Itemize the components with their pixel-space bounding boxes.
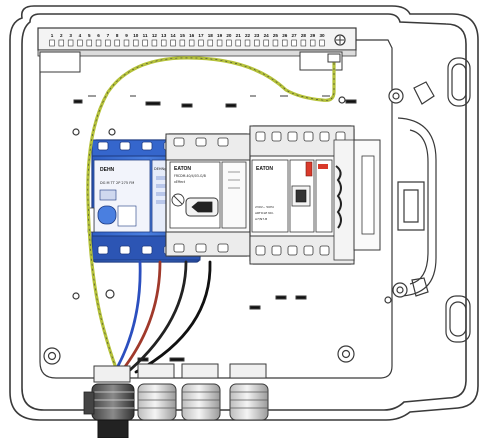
terminal-clamp [161, 39, 167, 47]
terminal-clamp [309, 39, 316, 47]
terminal-number: 18 [208, 33, 214, 38]
terminal-number: 28 [301, 33, 307, 38]
terminal-number: 8 [116, 33, 119, 38]
terminal-number: 22 [245, 33, 251, 38]
terminal-clamp [291, 39, 297, 47]
terminal-number: 2 [60, 33, 63, 38]
terminal-clamp [198, 39, 204, 47]
terminal-number: 17 [198, 33, 204, 38]
cable-glands [83, 363, 269, 438]
terminal-number: 30 [319, 33, 325, 38]
terminal-number: 26 [282, 33, 288, 38]
terminal-clamp [300, 39, 307, 47]
mcb-brand: EATON [256, 166, 273, 172]
terminal-number: 23 [254, 33, 260, 38]
terminal-clamp [151, 39, 158, 47]
earth-terminal [327, 34, 346, 63]
terminal-number: 14 [170, 33, 176, 38]
terminal-number: 15 [180, 33, 186, 38]
terminal-number: 24 [264, 33, 270, 38]
terminal-number: 19 [217, 33, 223, 38]
terminal-clamp [282, 39, 288, 47]
supply-wire [128, 260, 188, 372]
terminal-number: 27 [292, 33, 298, 38]
supply-wire [116, 260, 142, 368]
screw-bosses [43, 88, 408, 365]
terminal-number: 10 [133, 33, 139, 38]
terminal-clamp [95, 39, 102, 47]
terminal-clamp [319, 39, 325, 47]
supply-wire [122, 260, 162, 370]
terminal-number: 4 [79, 33, 82, 38]
terminal-number: 7 [107, 33, 110, 38]
supply-wire [134, 260, 212, 374]
terminal-clamp [142, 39, 148, 47]
mcb-code: A7/N7-B [255, 217, 267, 221]
terminal-clamp [207, 39, 213, 47]
rcbo-type: FRCDM-40/4/03-G/B [174, 174, 206, 178]
mcb-sub: ARTICLE NO. [255, 211, 274, 215]
terminal-clamp [263, 39, 269, 47]
terminal-clamp [133, 39, 139, 47]
terminal-number: 16 [189, 33, 195, 38]
terminal-number: 3 [69, 33, 72, 38]
terminal-clamp [67, 39, 74, 47]
terminal-number: 9 [125, 33, 128, 38]
terminal-number: 21 [236, 33, 242, 38]
rcbo-sub: xEffect [174, 180, 186, 184]
terminal-clamp [77, 39, 83, 47]
terminal-clamp [188, 39, 195, 47]
circuit-breakers: EATON 230V~ 50Hz ARTICLE NO. A7/N7-B [249, 125, 381, 265]
terminal-clamp [254, 39, 260, 47]
terminal-clamp [226, 39, 232, 47]
terminal-number: 13 [161, 33, 167, 38]
terminal-number: 20 [226, 33, 232, 38]
terminal-clamp [272, 39, 279, 47]
terminal-number: 6 [97, 33, 100, 38]
terminal-clamp [216, 39, 223, 47]
terminal-clamp [123, 39, 130, 47]
spd-model: DG M TT 2P 275 FM [100, 181, 134, 185]
terminal-clamp [244, 39, 251, 47]
rcbo-brand: EATON [174, 166, 191, 172]
terminal-number: 12 [152, 33, 158, 38]
terminal-clamp [235, 39, 241, 47]
residual-current-device: EATON FRCDM-40/4/03-G/B xEffect [165, 133, 251, 257]
terminal-clamp [179, 39, 186, 47]
supply-cables [116, 260, 212, 374]
spd-brand: DEHN [100, 167, 115, 173]
terminal-number: 29 [310, 33, 316, 38]
side-housing-details [397, 57, 471, 343]
terminal-clamp [86, 39, 92, 47]
terminal-number: 11 [143, 33, 148, 38]
spd-side-label: DEHNguard [154, 167, 174, 171]
terminal-clamp [170, 39, 176, 47]
terminal-number: 5 [88, 33, 91, 38]
terminal-number: 1 [51, 33, 54, 38]
terminal-clamp [114, 39, 120, 47]
terminal-clamp [105, 39, 111, 47]
terminal-clamp [49, 39, 55, 47]
mcb-rating: 230V~ 50Hz [255, 205, 274, 209]
terminal-clamp [58, 39, 65, 47]
terminal-number: 25 [273, 33, 279, 38]
